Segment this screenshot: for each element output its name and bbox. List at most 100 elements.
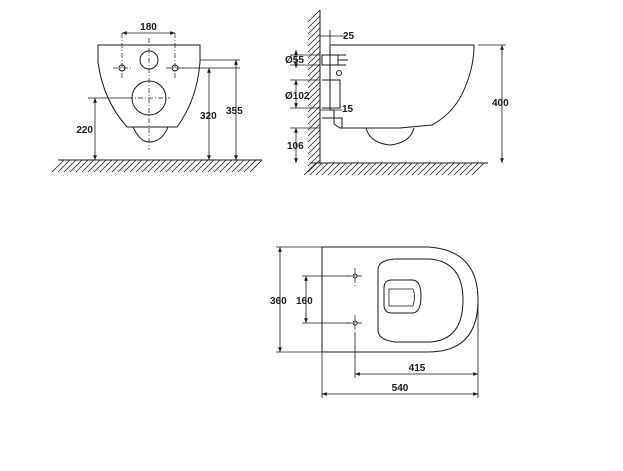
- hatch-line: [219, 159, 233, 173]
- hatch-line: [111, 159, 125, 173]
- hatch-line: [87, 159, 101, 173]
- hatch-line: [165, 159, 179, 173]
- hatch-line: [309, 162, 323, 176]
- hatch-line: [387, 162, 401, 176]
- hatch-line: [307, 51, 321, 65]
- hatch-line: [307, 87, 321, 101]
- side-fixing-point: [336, 70, 342, 76]
- hatch-line: [307, 93, 321, 107]
- hatch-line: [471, 162, 485, 176]
- hatch-line: [307, 153, 321, 167]
- hatch-line: [307, 21, 321, 35]
- hatch-line: [69, 159, 83, 173]
- hatch-line: [307, 99, 321, 113]
- hatch-line: [351, 162, 365, 176]
- dim-25-label: 25: [343, 31, 355, 42]
- hatch-line: [315, 162, 329, 176]
- hatch-line: [417, 162, 431, 176]
- hatch-line: [429, 162, 443, 176]
- side-bowl-outline: [330, 44, 475, 129]
- hatch-line: [201, 159, 215, 173]
- dim-540-label: 540: [392, 383, 409, 394]
- hatch-line: [183, 159, 197, 173]
- hatch-line: [147, 159, 161, 173]
- hatch-line: [63, 159, 77, 173]
- top-inner-rim: [377, 258, 464, 343]
- hatch-line: [423, 162, 437, 176]
- front-outlet-bulge: [132, 126, 169, 143]
- hatch-line: [307, 33, 321, 47]
- hatch-line: [237, 159, 251, 173]
- hatch-line: [369, 162, 383, 176]
- top-bowl-outline: [322, 246, 479, 353]
- dim-355-label: 355: [226, 106, 243, 117]
- hatch-line: [177, 159, 191, 173]
- hatch-line: [75, 159, 89, 173]
- hatch-line: [435, 162, 449, 176]
- hatch-line: [141, 159, 155, 173]
- hatch-line: [307, 75, 321, 89]
- hatch-line: [375, 162, 389, 176]
- hatch-line: [333, 162, 347, 176]
- hatch-line: [453, 162, 467, 176]
- hatch-line: [357, 162, 371, 176]
- hatch-line: [307, 123, 321, 137]
- side-view: 25 Ø55 Ø102 15 106 400: [285, 9, 509, 176]
- hatch-line: [307, 141, 321, 155]
- hatch-line: [93, 159, 107, 173]
- hatch-line: [225, 159, 239, 173]
- hatch-line: [307, 15, 321, 29]
- dim-180-label: 180: [140, 22, 157, 33]
- hatch-line: [321, 162, 335, 176]
- hatch-line: [153, 159, 167, 173]
- hatch-line: [213, 159, 227, 173]
- top-bolt-hole-lower: [352, 320, 358, 326]
- hatch-line: [99, 159, 113, 173]
- hatch-line: [81, 159, 95, 173]
- hatch-line: [381, 162, 395, 176]
- dim-360-label: 360: [270, 296, 287, 307]
- dim-106-label: 106: [287, 141, 304, 152]
- side-outlet-bulge: [365, 127, 415, 146]
- hatch-line: [51, 159, 65, 173]
- hatch-line: [447, 162, 461, 176]
- hatch-line: [231, 159, 245, 173]
- side-wall-hatch: [307, 9, 321, 173]
- hatch-line: [105, 159, 119, 173]
- front-floor-hatch: [51, 159, 263, 173]
- dim-d55-label: Ø55: [285, 55, 304, 66]
- hatch-line: [345, 162, 359, 176]
- hatch-line: [363, 162, 377, 176]
- dim-15-label: 15: [342, 104, 354, 115]
- hatch-line: [307, 135, 321, 149]
- hatch-line: [307, 57, 321, 71]
- hatch-line: [307, 39, 321, 53]
- hatch-line: [303, 162, 317, 176]
- hatch-line: [135, 159, 149, 173]
- hatch-line: [195, 159, 209, 173]
- hatch-line: [249, 159, 263, 173]
- hatch-line: [405, 162, 419, 176]
- hatch-line: [171, 159, 185, 173]
- hatch-line: [189, 159, 203, 173]
- dim-220-label: 220: [76, 125, 93, 136]
- side-floor-hatch: [303, 162, 485, 176]
- hatch-line: [307, 111, 321, 125]
- hatch-line: [307, 27, 321, 41]
- hatch-line: [307, 159, 321, 173]
- hatch-line: [399, 162, 413, 176]
- hatch-line: [327, 162, 341, 176]
- dim-d102-label: Ø102: [285, 91, 310, 102]
- hatch-line: [411, 162, 425, 176]
- side-outlet-pipe: [322, 79, 341, 109]
- hatch-line: [393, 162, 407, 176]
- hatch-line: [207, 159, 221, 173]
- dim-400-label: 400: [492, 98, 509, 109]
- hatch-line: [441, 162, 455, 176]
- hatch-line: [307, 63, 321, 77]
- hatch-line: [339, 162, 353, 176]
- hatch-line: [307, 147, 321, 161]
- hatch-line: [57, 159, 71, 173]
- top-view: 360 160 415 540: [270, 246, 479, 398]
